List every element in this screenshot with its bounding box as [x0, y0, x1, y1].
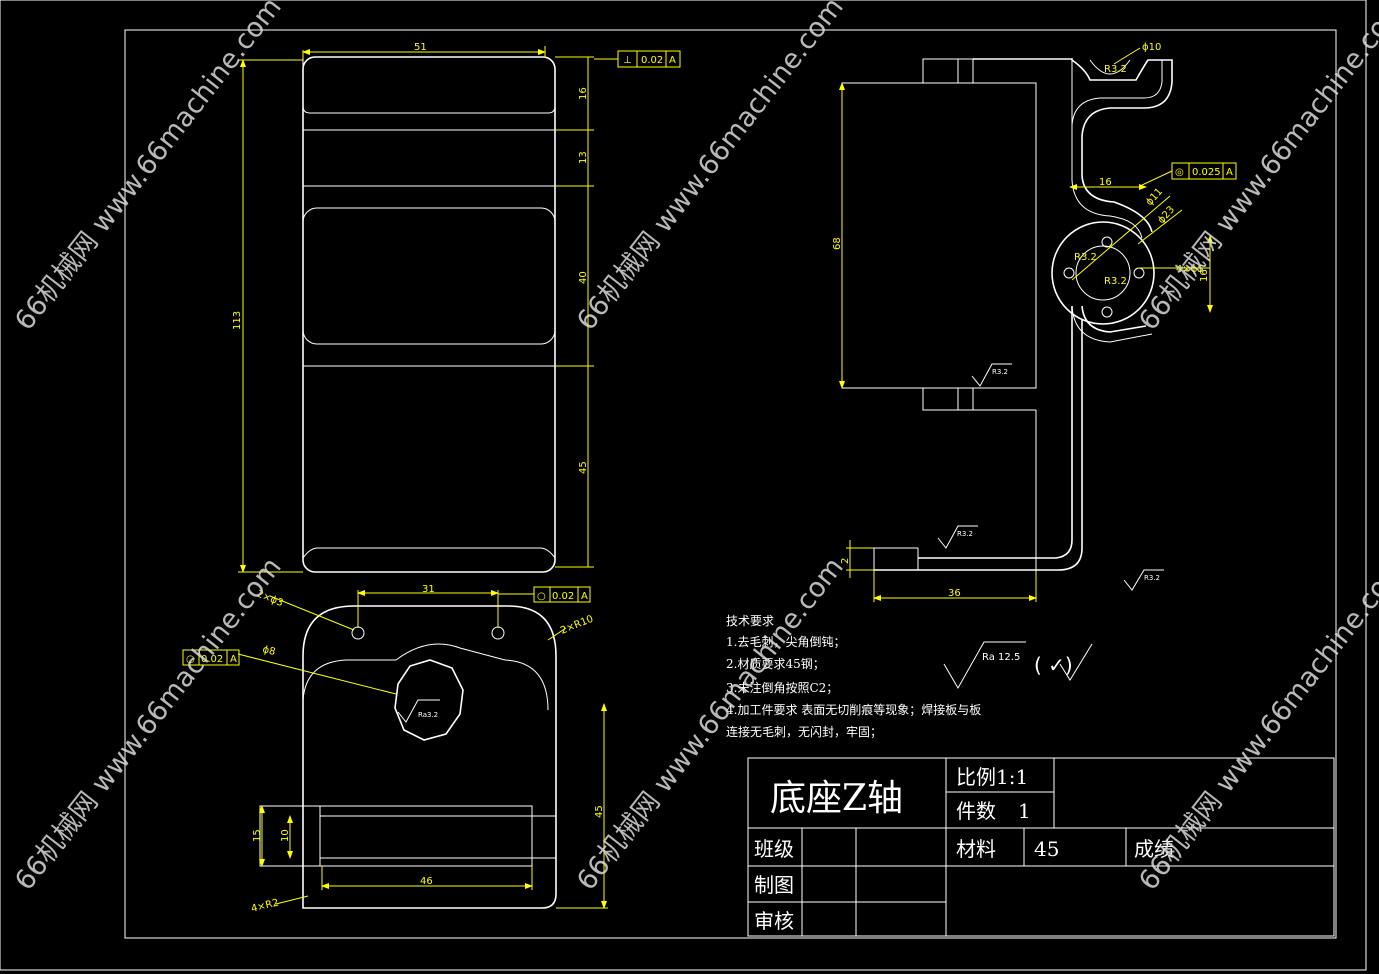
- side-offset-dim: 16: [1199, 269, 1210, 282]
- count-label: 件数: [956, 799, 996, 823]
- front-seg2-dim: 13: [578, 151, 589, 164]
- svg-text:A: A: [230, 654, 237, 665]
- side-hole-top-label: ϕ10: [1142, 42, 1161, 53]
- svg-text:⊥: ⊥: [623, 55, 632, 66]
- front-height-dim: 113: [232, 311, 243, 330]
- svg-text:( ✓): ( ✓): [1034, 653, 1073, 677]
- svg-text:R3.2: R3.2: [1074, 252, 1097, 263]
- drawing-frame: [124, 29, 1337, 939]
- watermark-3: 66机械网 www.66machine.com: [1133, 0, 1379, 336]
- svg-text:A: A: [1226, 167, 1233, 178]
- front-width-dim: 51: [414, 42, 427, 53]
- bottom-view: 31 ○ 0.02 A 2×ϕ3 2×R10 ϕ8 ○ 0.02 A: [182, 584, 608, 915]
- side-view: ϕ10 R3.2 R3.2 R3.2 68 16 ϕ11 ϕ23 4×ϕ5 16: [832, 42, 1237, 602]
- material-label: 材料: [956, 837, 996, 861]
- svg-text:0.02: 0.02: [201, 654, 223, 665]
- watermark-1: 66机械网 www.66machine.com: [9, 0, 288, 336]
- front-view: 51 113 16 13 40 45 ⊥ 0.02 A: [232, 42, 681, 573]
- grade-label: 成绩: [1134, 837, 1174, 861]
- bottom-center-hole: ϕ8: [261, 644, 276, 658]
- svg-text:R3.2: R3.2: [1104, 276, 1127, 287]
- scale-label: 比例1:1: [956, 765, 1028, 789]
- watermark-6: 66机械网 www.66machine.com: [1133, 552, 1379, 896]
- bottom-tolerance-frame-center: ○ 0.02 A: [182, 649, 240, 666]
- bottom-corner-label: 4×R2: [250, 897, 280, 914]
- tech-requirements: 技术要求 1.去毛刺，尖角倒钝； 2.材质要求45钢； 3.未注倒角按照C2； …: [726, 614, 981, 739]
- tech-item-5: 连接无毛刺，无闪封，牢固；: [726, 724, 882, 739]
- front-seg4-dim: 45: [578, 461, 589, 474]
- drawn-label: 制图: [754, 873, 794, 897]
- tech-title: 技术要求: [726, 614, 774, 628]
- side-horizontal-dim: 16: [1099, 177, 1112, 188]
- side-height-dim: 68: [832, 237, 843, 250]
- svg-text:○: ○: [537, 591, 546, 602]
- bottom-slot-inner-dim: 10: [280, 829, 291, 842]
- title-block: 底座Z轴 比例1:1 件数 1 材料 45 成绩 班级 制图 审核: [747, 757, 1335, 937]
- bottom-height-dim: 45: [594, 805, 605, 818]
- tech-item-1: 1.去毛刺，尖角倒钝；: [726, 635, 845, 649]
- watermark-2: 66机械网 www.66machine.com: [571, 0, 850, 336]
- bottom-radius-label: 2×R10: [559, 614, 595, 637]
- svg-text:○: ○: [186, 654, 195, 665]
- svg-text:0.02: 0.02: [641, 55, 663, 66]
- side-tolerance-frame: ◎ 0.025 A: [1171, 162, 1237, 180]
- svg-text:R3.2: R3.2: [992, 368, 1008, 376]
- bottom-tolerance-frame-top: ○ 0.02 A: [533, 586, 591, 603]
- svg-text:A: A: [581, 591, 588, 602]
- svg-text:R3.2: R3.2: [957, 530, 973, 538]
- svg-text:Ra 12.5: Ra 12.5: [982, 652, 1020, 663]
- watermarks: 66机械网 www.66machine.com 66机械网 www.66mach…: [9, 0, 1379, 896]
- surface-note: Ra 12.5 ( ✓): [943, 641, 1093, 690]
- bottom-hole-spacing: 31: [422, 584, 435, 595]
- count-value: 1: [1018, 799, 1031, 823]
- svg-text:0.02: 0.02: [552, 591, 574, 602]
- review-label: 审核: [754, 909, 794, 933]
- front-tolerance-frame: ⊥ 0.02 A: [617, 50, 681, 68]
- svg-text:R3.2: R3.2: [1104, 64, 1127, 75]
- svg-text:◎: ◎: [1175, 167, 1184, 178]
- side-thickness-dim: 2: [840, 558, 851, 564]
- side-hole-dim1: ϕ11: [1144, 186, 1165, 208]
- svg-text:A: A: [669, 55, 676, 66]
- side-length-dim: 36: [948, 588, 961, 599]
- bottom-slot-width: 46: [420, 876, 433, 887]
- svg-text:Ra3.2: Ra3.2: [418, 711, 438, 719]
- front-seg3-dim: 40: [578, 271, 589, 284]
- watermark-4: 66机械网 www.66machine.com: [9, 552, 288, 896]
- material-value: 45: [1034, 837, 1059, 861]
- side-hole-pattern: 4×ϕ5: [1176, 264, 1204, 275]
- class-label: 班级: [754, 837, 794, 861]
- tech-item-2: 2.材质要求45钢；: [726, 657, 825, 671]
- front-seg1-dim: 16: [578, 87, 589, 100]
- tech-item-3: 3.未注倒角按照C2；: [726, 680, 838, 695]
- side-hole-dim2: ϕ23: [1156, 204, 1177, 226]
- svg-text:0.025: 0.025: [1192, 167, 1221, 178]
- bottom-slot-outer-dim: 15: [252, 829, 263, 842]
- part-name: 底座Z轴: [770, 778, 903, 819]
- tech-item-4: 4.加工件要求 表面无切削痕等现象；焊接板与板: [726, 702, 981, 717]
- svg-text:R3.2: R3.2: [1144, 574, 1160, 582]
